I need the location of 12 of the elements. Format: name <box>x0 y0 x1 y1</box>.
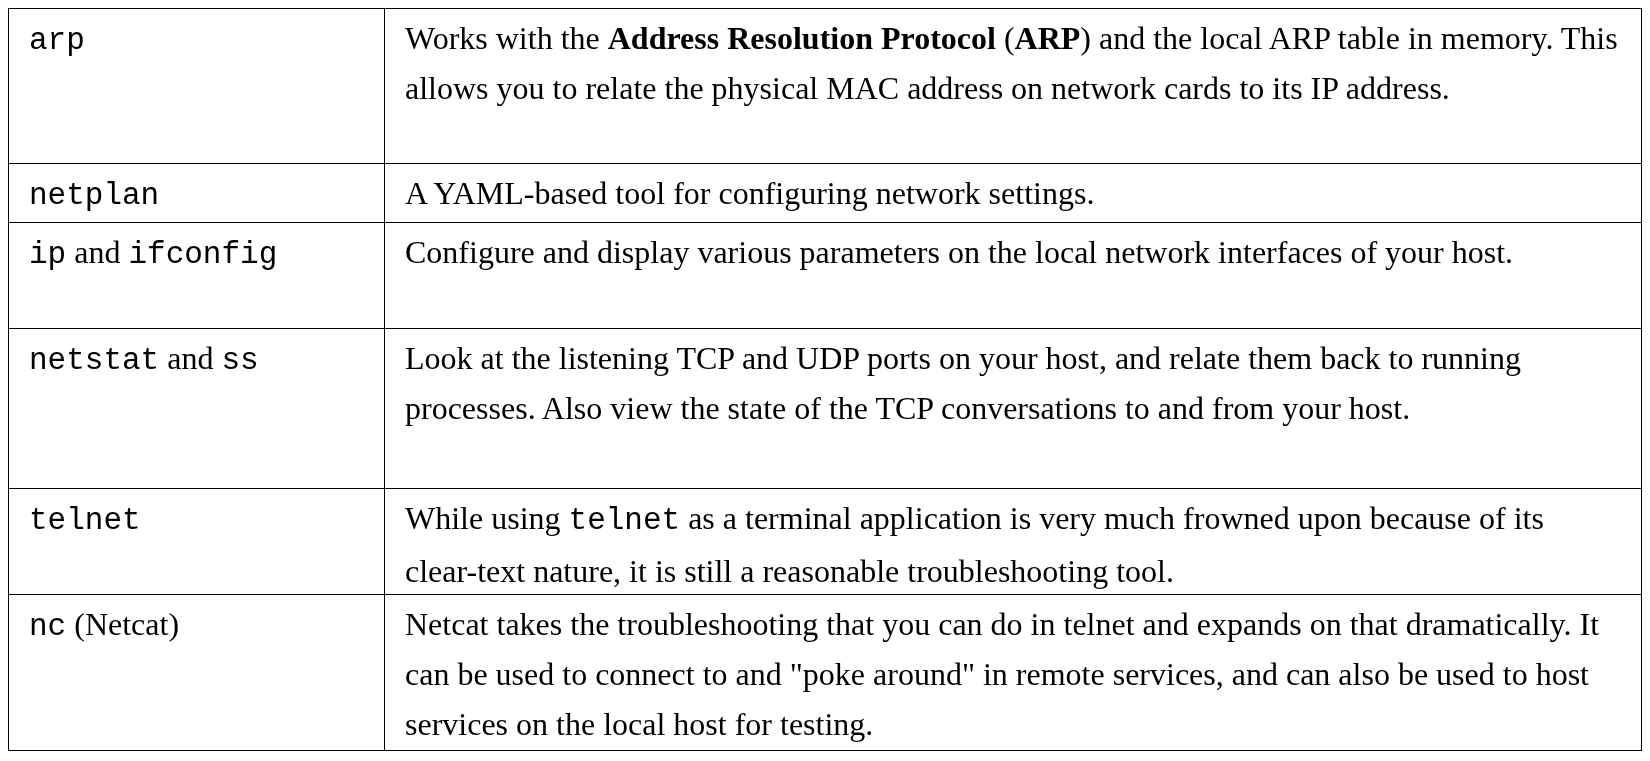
table-cell: Netcat takes the troubleshooting that you can do in telnet and expands on that dramatically. It can be used to connect to and "poke around" in remote services, and can also be used to host services on the local host for testing. <box>385 595 1641 751</box>
table-cell: A YAML-based tool for configuring network settings. <box>385 164 1641 223</box>
table-cell: While using telnet as a terminal application is very much frowned upon because of its clear-text nature, it is still a reasonable troubleshooting tool. <box>385 489 1641 595</box>
table-cell: Configure and display various parameters on the local network interfaces of your host. <box>385 223 1641 329</box>
table-cell: netstat and ss <box>9 329 385 489</box>
table-cell: nc (Netcat) <box>9 595 385 751</box>
table-cell: Look at the listening TCP and UDP ports on your host, and relate them back to running processes. Also view the state of the TCP conversations to and from your host. <box>385 329 1641 489</box>
table-cell: arp <box>9 9 385 164</box>
table-cell: netplan <box>9 164 385 223</box>
table-cell: ip and ifconfig <box>9 223 385 329</box>
table-cell: Works with the Address Resolution Protocol (ARP) and the local ARP table in memory. This allows you to relate the physical MAC address on network cards to its IP address. <box>385 9 1641 164</box>
table-cell: telnet <box>9 489 385 595</box>
